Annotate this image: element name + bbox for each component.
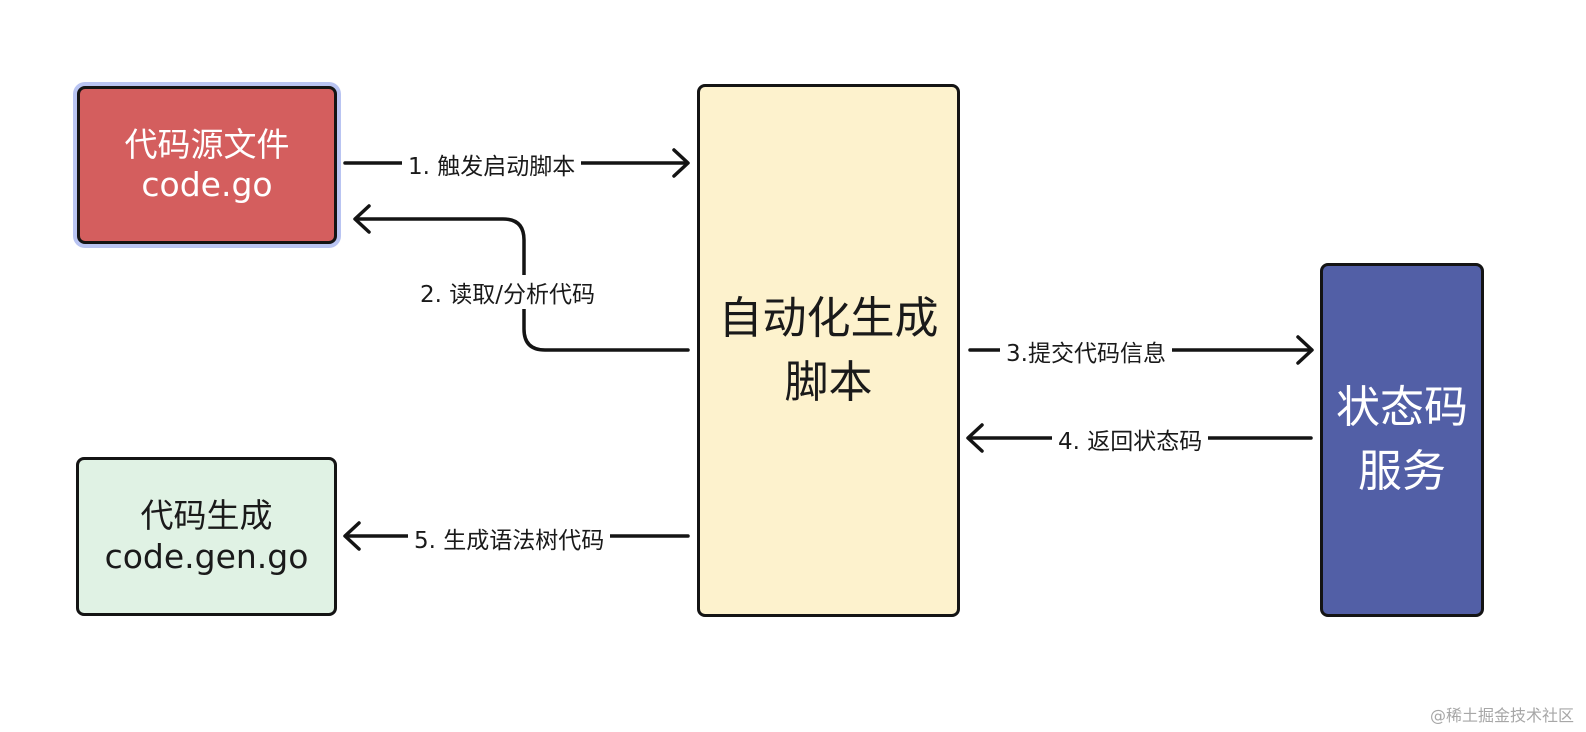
arrow-submit-head [1296, 335, 1314, 365]
arrow-trigger-head [672, 148, 690, 178]
edge-label-return: 4. 返回状态码 [1052, 422, 1209, 456]
automation-script-line2: 脚本 [784, 356, 873, 408]
source-file-name: code.go [141, 165, 273, 204]
status-service-line1: 状态码 [1336, 382, 1468, 434]
arrow-read-head [353, 204, 371, 234]
status-service-line2: 服务 [1358, 446, 1446, 497]
edge-label-generate: 5. 生成语法树代码 [408, 521, 611, 555]
automation-script-line1: 自动化生成 [718, 292, 939, 344]
generated-code-node: 代码生成 code.gen.go [76, 457, 337, 616]
status-code-service-node: 状态码 服务 [1320, 263, 1484, 617]
edge-label-submit: 3.提交代码信息 [1000, 334, 1172, 368]
arrow-return-head [966, 423, 984, 453]
arrow-generate-head [343, 521, 361, 551]
source-file-node: 代码源文件 code.go [77, 86, 337, 244]
generated-code-title: 代码生成 [140, 496, 273, 536]
watermark: @稀土掘金技术社区 [1429, 706, 1574, 725]
edge-label-read: 2. 读取/分析代码 [414, 275, 602, 309]
edge-label-trigger: 1. 触发启动脚本 [402, 147, 582, 181]
generated-code-name: code.gen.go [104, 536, 309, 576]
automation-script-node: 自动化生成 脚本 [697, 84, 960, 617]
source-file-title: 代码源文件 [124, 124, 290, 164]
